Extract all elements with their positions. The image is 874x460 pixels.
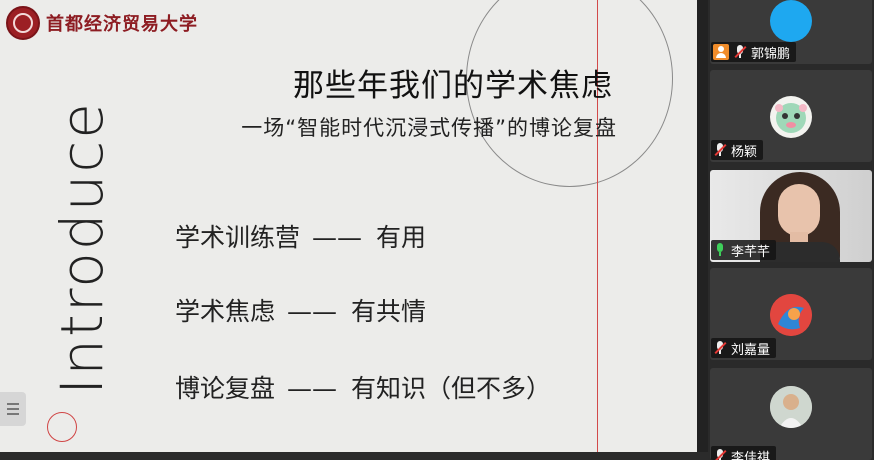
avatar (770, 96, 812, 138)
participant-name-tag: 郭锦鹏 (711, 42, 796, 62)
host-badge-icon (713, 44, 729, 60)
bullet-point: 学术训练营 —— 有用 (175, 218, 426, 254)
point-comment: 有共情 (351, 297, 426, 326)
mic-muted-icon (713, 449, 727, 460)
point-topic: 学术训练营 (175, 223, 300, 252)
mic-muted-icon (733, 45, 747, 59)
university-name: 首都经济贸易大学 (46, 10, 198, 36)
university-seal-icon (6, 6, 40, 40)
bullet-point: 学术焦虑 —— 有共情 (175, 292, 426, 328)
hamburger-menu-icon[interactable] (0, 392, 26, 426)
participant-name: 李佳祺 (731, 447, 770, 460)
panel-divider (697, 0, 708, 452)
participant-name-tag: 杨颖 (711, 140, 763, 160)
slide-subtitle: 一场“智能时代沉浸式传播”的博论复盘 (241, 112, 617, 142)
participant-name-tag: 刘嘉量 (711, 338, 776, 358)
point-topic: 学术焦虑 (175, 297, 275, 326)
participant-name-tag: 李佳祺 (711, 446, 776, 460)
participant-tile[interactable]: 杨颖 (710, 70, 872, 162)
participant-name: 杨颖 (731, 141, 757, 160)
participant-name: 李芊芊 (731, 241, 770, 260)
participant-tile-active-video[interactable]: 李芊芊 (710, 170, 872, 262)
point-comment: 有知识（但不多） (351, 374, 551, 403)
point-separator: —— (312, 223, 362, 252)
presentation-slide: 首都经济贸易大学 Introduce 那些年我们的学术焦虑 一场“智能时代沉浸式… (0, 0, 697, 452)
participants-panel: 郭锦鹏 杨颖 李芊芊 (708, 0, 874, 452)
mic-muted-icon (713, 341, 727, 355)
point-topic: 博论复盘 (175, 374, 275, 403)
participant-tile[interactable]: 刘嘉量 (710, 268, 872, 360)
point-separator: —— (287, 297, 337, 326)
mic-on-icon (713, 243, 727, 257)
participant-tile[interactable]: 郭锦鹏 (710, 0, 872, 64)
avatar (770, 386, 812, 428)
vertical-heading: Introduce (48, 101, 116, 395)
avatar (770, 0, 812, 42)
participant-tile[interactable]: 李佳祺 (710, 368, 872, 460)
point-comment: 有用 (376, 223, 426, 252)
bullet-point: 博论复盘 —— 有知识（但不多） (175, 369, 551, 405)
point-separator: —— (287, 374, 337, 403)
avatar (770, 294, 812, 336)
slide-title: 那些年我们的学术焦虑 (293, 60, 613, 105)
participant-name-tag: 李芊芊 (711, 240, 776, 260)
participant-name: 郭锦鹏 (751, 43, 790, 62)
decorative-circle-small (47, 412, 77, 442)
mic-muted-icon (713, 143, 727, 157)
participant-name: 刘嘉量 (731, 339, 770, 358)
university-logo: 首都经济贸易大学 (6, 6, 198, 40)
